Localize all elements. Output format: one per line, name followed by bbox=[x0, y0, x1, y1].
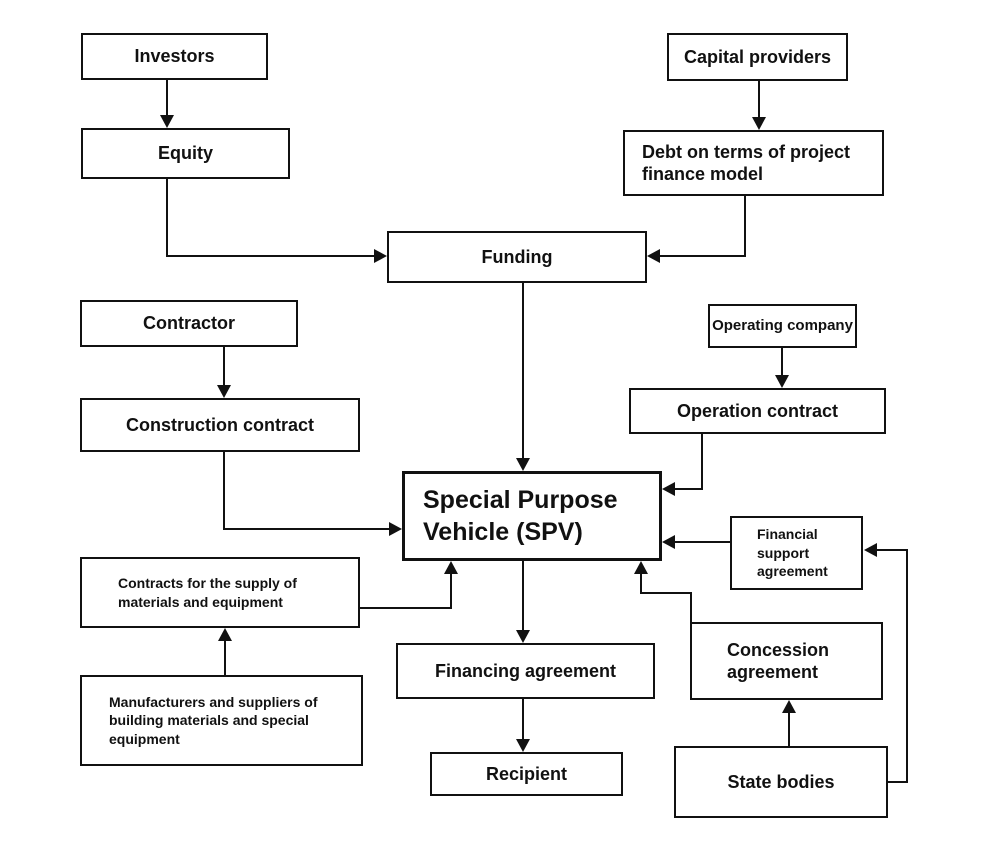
node-state-bodies: State bodies bbox=[674, 746, 888, 818]
node-capital-providers: Capital providers bbox=[667, 33, 848, 81]
edge-manufacturers-contracts-line bbox=[224, 640, 226, 675]
edge-operation-spv-arrowhead bbox=[662, 482, 675, 496]
edge-state-finsupport-line-h1 bbox=[888, 781, 908, 783]
edge-contracts-spv-line-h bbox=[359, 607, 452, 609]
edge-finsupport-spv-line bbox=[675, 541, 730, 543]
node-operating-company: Operating company bbox=[708, 304, 857, 348]
edge-spv-financing-line bbox=[522, 561, 524, 630]
node-financial-support: Financial support agreement bbox=[730, 516, 863, 590]
edge-construction-spv-arrowhead bbox=[389, 522, 402, 536]
node-contractor-label: Contractor bbox=[142, 313, 235, 334]
edge-spv-financing-arrowhead bbox=[516, 630, 530, 643]
edge-state-concession-line bbox=[788, 712, 790, 746]
node-concession: Concession agreement bbox=[690, 622, 883, 700]
edge-state-concession-arrowhead bbox=[782, 700, 796, 713]
node-recipient-label: Recipient bbox=[485, 763, 568, 784]
node-operation-contract: Operation contract bbox=[629, 388, 886, 434]
node-funding: Funding bbox=[387, 231, 647, 283]
node-construction-contract: Construction contract bbox=[80, 398, 360, 452]
edge-contractor-construction-arrowhead bbox=[217, 385, 231, 398]
edge-concession-spv-line-v2 bbox=[640, 573, 642, 594]
node-funding-label: Funding bbox=[481, 246, 553, 267]
node-operation-contract-label: Operation contract bbox=[676, 400, 839, 421]
node-spv: Special Purpose Vehicle (SPV) bbox=[402, 471, 662, 561]
edge-financing-recipient-line bbox=[522, 699, 524, 740]
edge-investors-equity-line bbox=[166, 80, 168, 117]
node-spv-label: Special Purpose Vehicle (SPV) bbox=[423, 486, 618, 546]
node-capital-providers-label: Capital providers bbox=[683, 46, 832, 67]
node-contractor: Contractor bbox=[80, 300, 298, 347]
node-equity: Equity bbox=[81, 128, 290, 179]
edge-state-finsupport-line-h2 bbox=[877, 549, 908, 551]
edge-contracts-spv-arrowhead bbox=[444, 561, 458, 574]
node-investors: Investors bbox=[81, 33, 268, 80]
edge-state-finsupport-line-v bbox=[906, 549, 908, 783]
edge-manufacturers-contracts-arrowhead bbox=[218, 628, 232, 641]
edge-construction-spv-line-h bbox=[223, 528, 389, 530]
edge-concession-spv-line-v1 bbox=[690, 592, 692, 622]
edge-contractor-construction-line bbox=[223, 347, 225, 386]
edge-debt-funding-line-v bbox=[744, 196, 746, 257]
node-concession-label: Concession agreement bbox=[727, 639, 830, 683]
edge-concession-spv-arrowhead bbox=[634, 561, 648, 574]
node-contracts-supply: Contracts for the supply of materials an… bbox=[80, 557, 360, 628]
edge-debt-funding-line-h bbox=[660, 255, 746, 257]
edge-finsupport-spv-arrowhead bbox=[662, 535, 675, 549]
node-financing-agreement-label: Financing agreement bbox=[434, 660, 617, 681]
node-operating-company-label: Operating company bbox=[712, 316, 853, 334]
node-recipient: Recipient bbox=[430, 752, 623, 796]
edge-state-finsupport-arrowhead bbox=[864, 543, 877, 557]
edge-financing-recipient-arrowhead bbox=[516, 739, 530, 752]
edge-operating-operation-arrowhead bbox=[775, 375, 789, 388]
node-contracts-supply-label: Contracts for the supply of materials an… bbox=[118, 575, 297, 610]
node-debt: Debt on terms of project finance model bbox=[623, 130, 884, 196]
node-financing-agreement: Financing agreement bbox=[396, 643, 655, 699]
node-debt-label: Debt on terms of project finance model bbox=[642, 141, 851, 185]
edge-investors-equity-arrowhead bbox=[160, 115, 174, 128]
node-manufacturers-label: Manufacturers and suppliers of building … bbox=[109, 693, 318, 747]
node-state-bodies-label: State bodies bbox=[727, 771, 835, 792]
node-manufacturers: Manufacturers and suppliers of building … bbox=[80, 675, 363, 766]
edge-funding-spv-line bbox=[522, 283, 524, 460]
node-equity-label: Equity bbox=[157, 143, 213, 164]
edge-debt-funding-arrowhead bbox=[647, 249, 660, 263]
node-financial-support-label: Financial support agreement bbox=[757, 526, 828, 580]
edge-construction-spv-line-v bbox=[223, 452, 225, 530]
node-investors-label: Investors bbox=[134, 46, 215, 67]
edge-equity-funding-arrowhead bbox=[374, 249, 387, 263]
node-construction-contract-label: Construction contract bbox=[125, 414, 314, 435]
edge-contracts-spv-line-v bbox=[450, 574, 452, 609]
edge-equity-funding-line-v bbox=[166, 179, 168, 257]
edge-equity-funding-line-h bbox=[166, 255, 377, 257]
edge-operation-spv-line-v bbox=[701, 434, 703, 490]
edge-capital-debt-line bbox=[758, 81, 760, 119]
edge-concession-spv-line-h bbox=[640, 592, 692, 594]
edge-operation-spv-line-h bbox=[675, 488, 703, 490]
edge-operating-operation-line bbox=[781, 348, 783, 377]
edge-funding-spv-arrowhead bbox=[516, 458, 530, 471]
edge-capital-debt-arrowhead bbox=[752, 117, 766, 130]
